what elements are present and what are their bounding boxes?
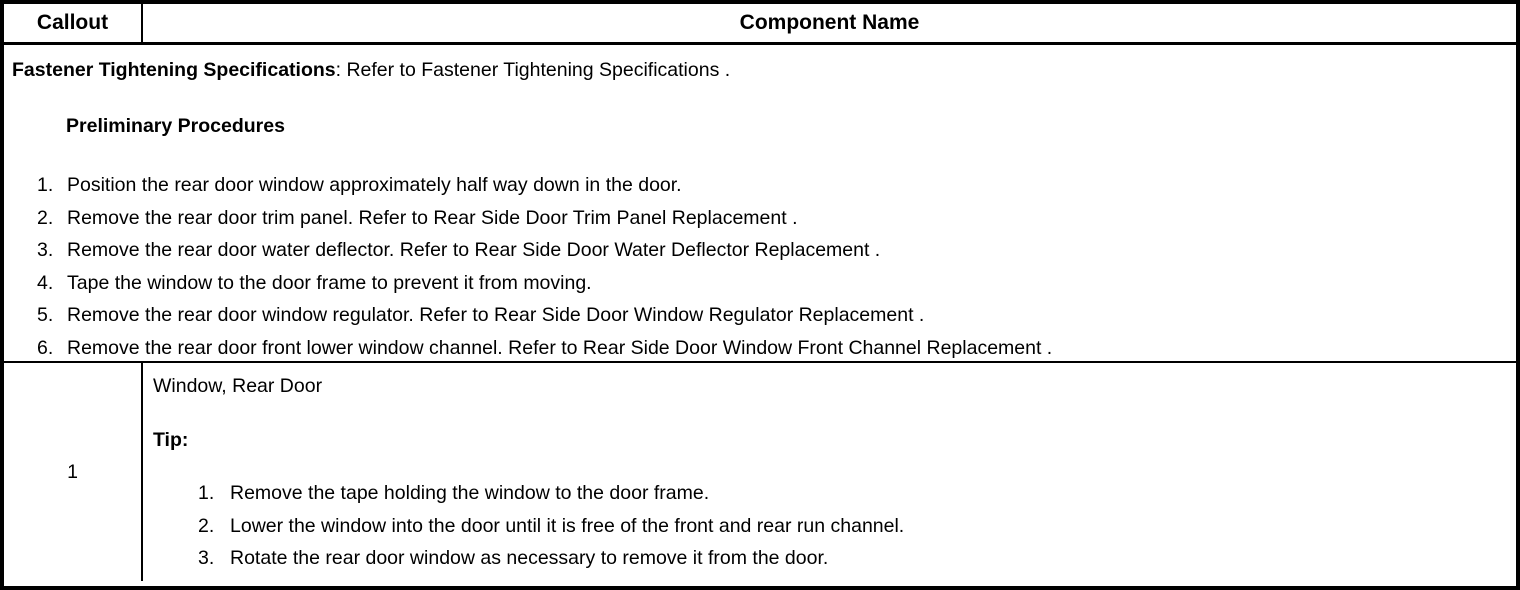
list-item-text: Rotate the rear door window as necessary…	[230, 547, 829, 569]
fastener-spec-lead-bold: Fastener Tightening Specifications	[12, 59, 336, 81]
list-item-number: 2.	[198, 514, 215, 537]
list-item: 1. Position the rear door window approxi…	[12, 169, 1506, 202]
component-name: Window, Rear Door	[153, 375, 323, 397]
preliminary-steps-list: 1. Position the rear door window approxi…	[12, 169, 1506, 364]
component-row: 1 Window, Rear Door Tip: 1. Remove the t…	[4, 363, 1516, 581]
list-item-text: Lower the window into the door until it …	[230, 514, 905, 537]
fastener-spec-row: Fastener Tightening Specifications: Refe…	[4, 45, 1516, 363]
list-item-text: Remove the tape holding the window to th…	[230, 482, 710, 504]
list-item: 3. Remove the rear door water deflector.…	[12, 234, 1506, 267]
list-item: 3. Rotate the rear door window as necess…	[153, 542, 1506, 575]
list-item: 1. Remove the tape holding the window to…	[153, 477, 1506, 510]
list-item-number: 1.	[37, 174, 54, 196]
list-item: 4. Tape the window to the door frame to …	[12, 267, 1506, 300]
fastener-spec-lead: Fastener Tightening Specifications: Refe…	[12, 58, 1506, 83]
list-item-number: 3.	[198, 547, 215, 569]
component-description-cell: Window, Rear Door Tip: 1. Remove the tap…	[143, 363, 1516, 581]
header-cell-callout: Callout	[4, 4, 143, 42]
list-item-number: 2.	[37, 206, 54, 229]
list-item-text: Tape the window to the door frame to pre…	[67, 271, 592, 294]
list-item: 2. Remove the rear door trim panel. Refe…	[12, 202, 1506, 235]
list-item: 5. Remove the rear door window regulator…	[12, 299, 1506, 332]
tip-label: Tip:	[153, 429, 189, 451]
list-item-text: Remove the rear door front lower window …	[67, 336, 1053, 359]
list-item: 2. Lower the window into the door until …	[153, 510, 1506, 543]
fastener-spec-lead-rest: : Refer to Fastener Tightening Specifica…	[335, 59, 731, 81]
preliminary-procedures-heading: Preliminary Procedures	[66, 115, 285, 137]
list-item: 6. Remove the rear door front lower wind…	[12, 332, 1506, 365]
list-item-text: Remove the rear door trim panel. Refer t…	[67, 206, 798, 229]
list-item-number: 3.	[37, 239, 54, 261]
list-item-number: 6.	[37, 336, 54, 359]
table-header-row: Callout Component Name	[4, 4, 1516, 45]
list-item-text: Position the rear door window approximat…	[67, 174, 682, 196]
header-cell-component-name: Component Name	[739, 11, 920, 34]
list-item-text: Remove the rear door water deflector. Re…	[67, 239, 881, 261]
list-item-text: Remove the rear door window regulator. R…	[67, 304, 925, 326]
list-item-number: 4.	[37, 271, 54, 294]
list-item-number: 5.	[37, 304, 54, 326]
list-item-number: 1.	[198, 482, 215, 504]
tip-steps-list: 1. Remove the tape holding the window to…	[153, 477, 1506, 575]
component-callout-number: 1	[4, 363, 143, 581]
